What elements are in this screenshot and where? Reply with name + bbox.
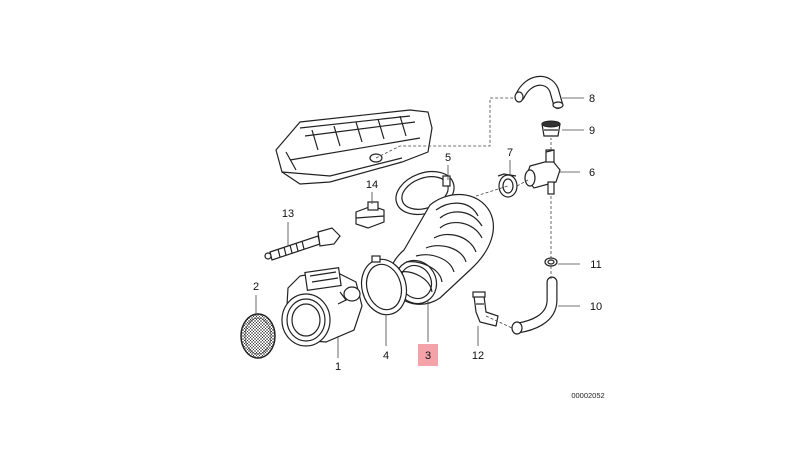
- diagram-reference-code: 00002052: [571, 391, 604, 400]
- part-8-hose-illustration: [514, 76, 564, 109]
- part-13-screw-illustration: [264, 227, 341, 261]
- part-4-hose-clamp-illustration: [360, 255, 408, 316]
- callout-14[interactable]: 14: [366, 179, 378, 191]
- callout-7[interactable]: 7: [507, 147, 513, 159]
- assembly-guide-lines: [375, 97, 552, 329]
- callout-11[interactable]: 11: [590, 259, 601, 271]
- part-3-intake-boot-illustration: [389, 193, 494, 305]
- leader-lines: [255, 97, 584, 358]
- callout-10[interactable]: 10: [590, 301, 602, 313]
- part-7-grommet-illustration: [497, 173, 518, 198]
- callout-5[interactable]: 5: [445, 152, 451, 164]
- callout-8[interactable]: 8: [589, 93, 595, 105]
- callout-2[interactable]: 2: [253, 281, 259, 293]
- callout-13[interactable]: 13: [282, 208, 294, 220]
- part-1-air-mass-meter-illustration: [281, 267, 363, 347]
- callout-4[interactable]: 4: [383, 350, 389, 362]
- part-6-connector-illustration: [524, 149, 561, 195]
- part-2-mesh-screen-illustration: [240, 313, 276, 359]
- part-3-highlight: [418, 344, 438, 366]
- callout-9[interactable]: 9: [589, 125, 595, 137]
- part-11-o-ring-illustration: [544, 257, 558, 267]
- part-12-elbow-fitting-illustration: [472, 291, 499, 327]
- callout-3[interactable]: 3: [425, 350, 431, 362]
- part-14-bracket-illustration: [355, 201, 385, 229]
- callout-labels: 1 2 3 4 5 6 7 8 9 10 11 12 13 14: [253, 93, 602, 373]
- part-9-cap-illustration: [541, 120, 561, 137]
- callout-6[interactable]: 6: [589, 167, 595, 179]
- intake-manifold-illustration: [275, 109, 433, 185]
- part-10-hose-illustration: [511, 276, 558, 335]
- callout-1[interactable]: 1: [335, 361, 341, 373]
- callout-12[interactable]: 12: [472, 350, 484, 362]
